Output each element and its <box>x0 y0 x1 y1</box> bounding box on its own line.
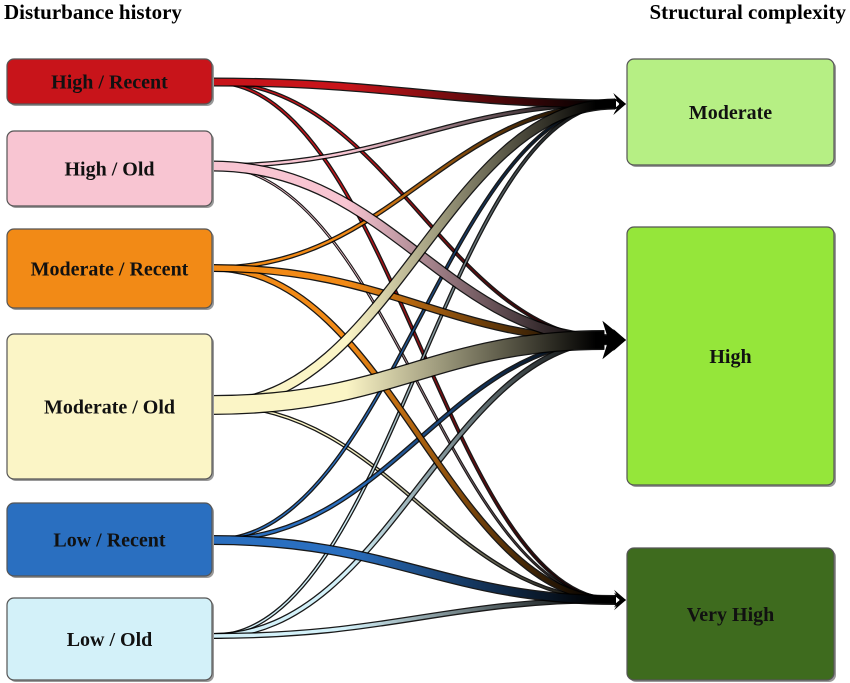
target-label-high: High <box>709 346 751 368</box>
flows <box>211 77 626 639</box>
flow-moderate-old-to-high <box>211 320 626 415</box>
source-label-high-recent: High / Recent <box>51 72 168 94</box>
source-box-high-old: High / Old <box>6 130 214 208</box>
source-box-moderate-recent: Moderate / Recent <box>6 228 214 310</box>
target-label-moderate: Moderate <box>689 102 772 124</box>
source-box-moderate-old: Moderate / Old <box>6 333 214 481</box>
source-box-low-recent: Low / Recent <box>6 502 214 578</box>
target-label-very-high: Very High <box>687 604 775 626</box>
flow-moderate-old-to-moderate <box>211 92 626 411</box>
source-label-moderate-recent: Moderate / Recent <box>31 259 189 281</box>
target-box-high: High <box>626 226 836 487</box>
right-column-title: Structural complexity <box>649 0 846 24</box>
source-label-moderate-old: Moderate / Old <box>44 397 175 419</box>
source-box-low-old: Low / Old <box>6 597 214 682</box>
source-box-high-recent: High / Recent <box>6 58 214 106</box>
source-label-low-recent: Low / Recent <box>53 530 166 552</box>
left-column-title: Disturbance history <box>4 0 182 24</box>
source-label-low-old: Low / Old <box>67 629 153 651</box>
target-box-very-high: Very High <box>626 547 836 682</box>
source-label-high-old: High / Old <box>64 159 154 181</box>
flow-low-recent-to-very-high <box>211 535 626 611</box>
target-box-moderate: Moderate <box>626 58 836 167</box>
